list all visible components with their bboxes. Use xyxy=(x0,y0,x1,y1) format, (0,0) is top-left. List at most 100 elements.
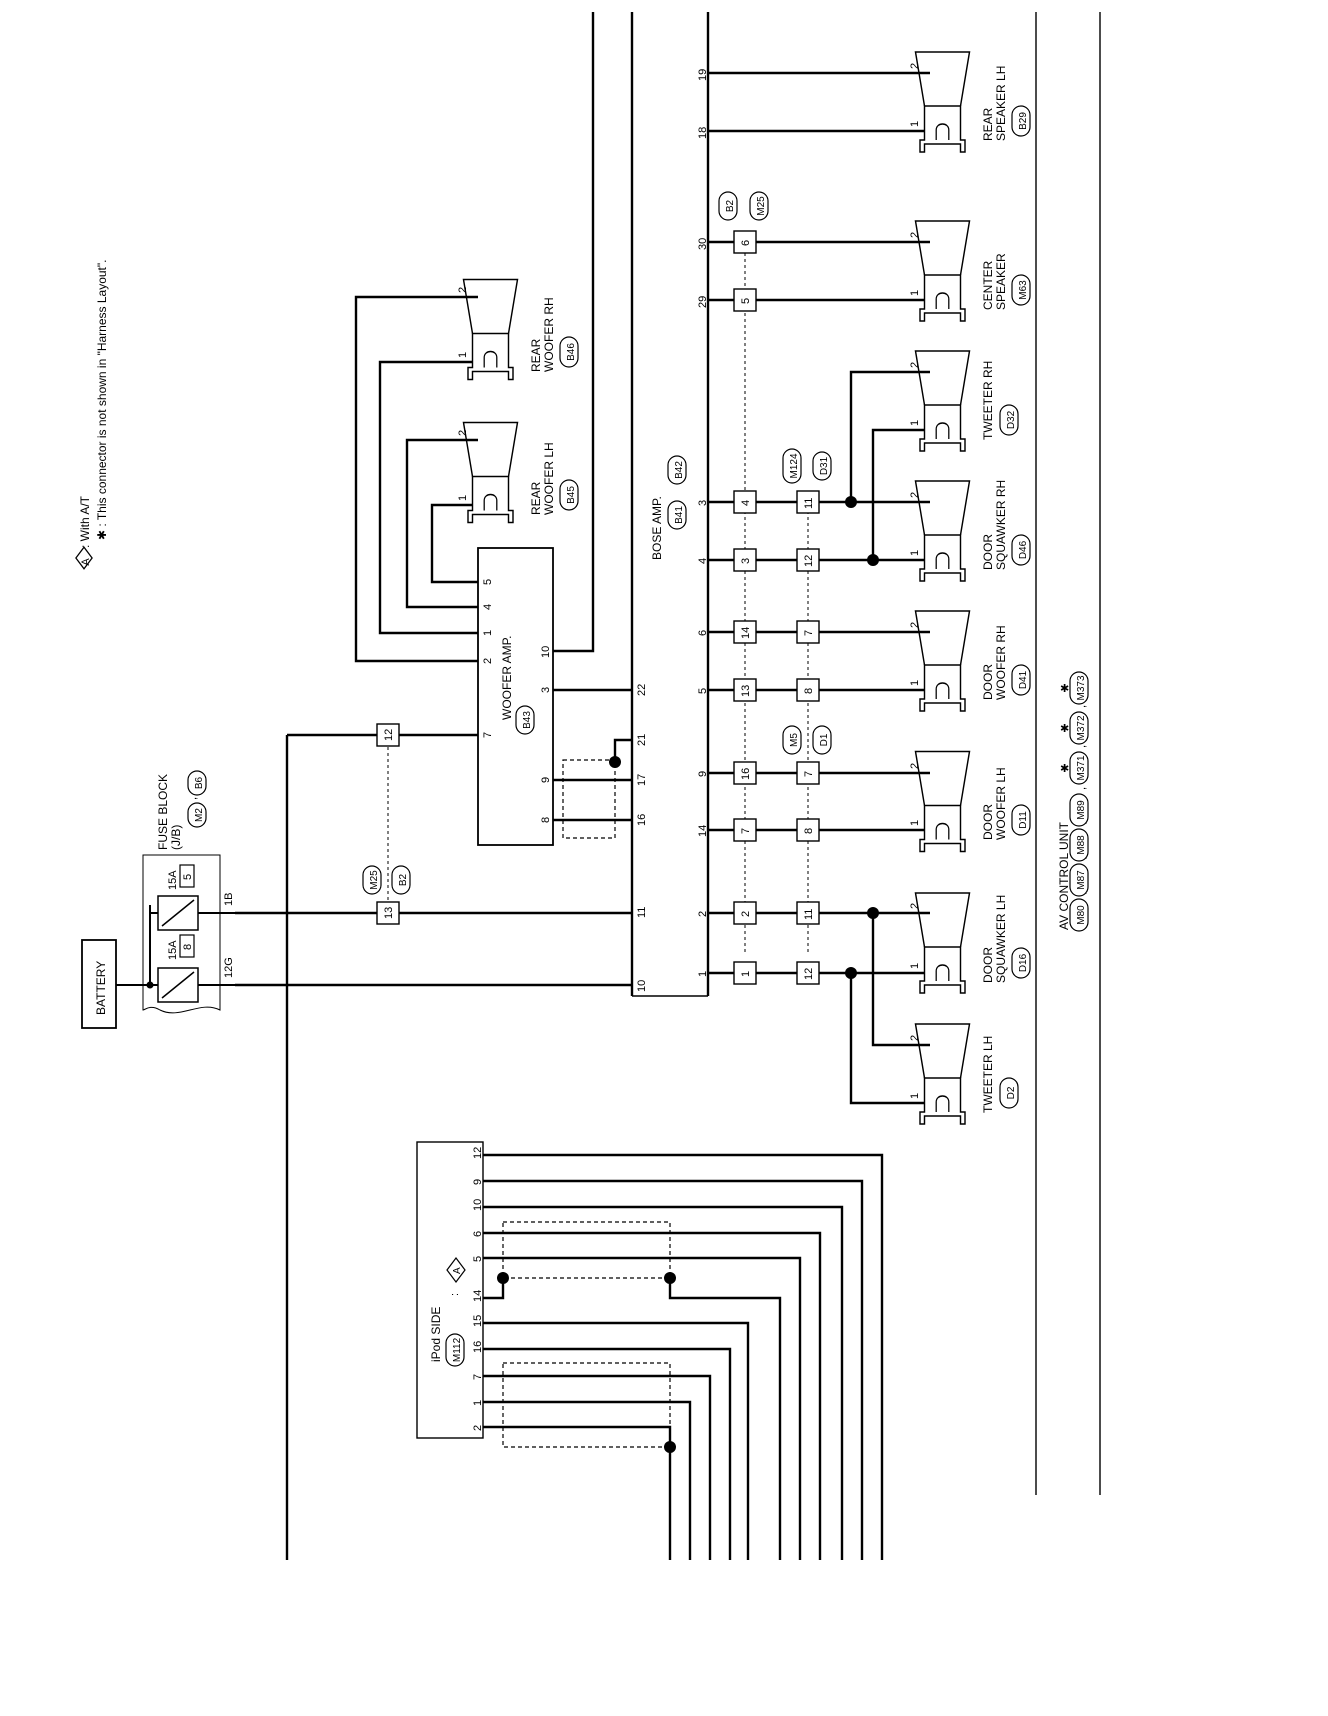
woofer-amp-pin-10: 10 xyxy=(540,646,552,658)
fuse-block: 15A 8 15A 5 12G 1B FUSE BLOCK (J/B) M2 ,… xyxy=(142,770,235,1014)
separator: , xyxy=(1076,745,1088,748)
speaker-icon xyxy=(914,1023,971,1125)
junction-pin: 12 xyxy=(383,729,395,741)
speaker-icon xyxy=(914,750,971,853)
woofer-amp-pin-1: 1 xyxy=(482,630,494,636)
bose-pin-6: 6 xyxy=(697,630,709,636)
separator: , xyxy=(1076,787,1088,790)
speaker-label: DOOR xyxy=(981,947,995,983)
svg-text::: : xyxy=(449,1293,461,1296)
ipod-wire xyxy=(483,1231,822,1560)
av-control-connector: M372 xyxy=(1076,715,1087,740)
bose-pin-3: 3 xyxy=(697,500,709,506)
junction-pin: 7 xyxy=(803,771,815,777)
bose-pin-1: 1 xyxy=(697,971,709,977)
ipod-wire xyxy=(483,1321,750,1560)
fuse-8-number: 8 xyxy=(182,944,194,950)
woofer-amp-title: WOOFER AMP. xyxy=(500,636,514,720)
speaker-label: SQUAWKER LH xyxy=(994,895,1008,983)
junction-pin: 12 xyxy=(803,555,815,567)
shield-dashed-box xyxy=(562,759,616,839)
separator: , xyxy=(1076,705,1088,708)
bose-pin-22: 22 xyxy=(636,684,648,696)
with-at-note: : With A/T xyxy=(78,495,92,548)
ipod-title: iPod SIDE xyxy=(429,1307,443,1362)
shield-dashed-box xyxy=(502,1221,671,1279)
speaker-connector: B46 xyxy=(566,343,577,361)
speaker-pin: 1 xyxy=(909,420,921,426)
speaker-pin: 2 xyxy=(457,287,469,293)
speaker-label: DOOR xyxy=(981,664,995,700)
av-control-connector: M87 xyxy=(1076,870,1087,890)
splice-dot-icon xyxy=(664,1272,676,1284)
speaker-label: REAR xyxy=(529,481,543,515)
speaker-label: SPEAKER xyxy=(994,253,1008,310)
bose-pin-5: 5 xyxy=(697,688,709,694)
speaker-icon xyxy=(914,51,971,153)
wires xyxy=(235,12,1101,1560)
splice-dot-icon xyxy=(867,554,879,566)
speaker-pin: 2 xyxy=(909,63,921,69)
speaker-pin: 1 xyxy=(909,290,921,296)
ipod-wire xyxy=(483,1400,692,1560)
junction-pin: 2 xyxy=(740,911,752,917)
bose-pin-19: 19 xyxy=(697,69,709,81)
speaker-icon xyxy=(462,421,519,524)
splice-dot-icon xyxy=(845,496,857,508)
speaker-pin: 2 xyxy=(909,1035,921,1041)
speaker-label: DOOR xyxy=(981,534,995,570)
speaker-pin: 1 xyxy=(909,1093,921,1099)
star-mark: ✱ xyxy=(1060,683,1069,695)
fuse-8-amp: 15A xyxy=(167,940,179,960)
bose-pin-30: 30 xyxy=(697,238,709,250)
av-control-connector: M88 xyxy=(1076,835,1087,855)
bose-pin-14: 14 xyxy=(697,825,709,837)
bose-pin-2: 2 xyxy=(697,911,709,917)
speaker-connector: D32 xyxy=(1006,410,1017,429)
bose-pin-16: 16 xyxy=(636,814,648,826)
bose-amp-conn-b42: B42 xyxy=(674,461,685,479)
ipod-pin: 16 xyxy=(472,1341,484,1353)
speaker-connector: D16 xyxy=(1018,953,1029,972)
speaker-pin: 2 xyxy=(909,763,921,769)
junction-pin: 6 xyxy=(740,240,752,246)
speaker-connector: D2 xyxy=(1006,1086,1017,1099)
legend-notes: A : With A/T ✱ : This connector is not s… xyxy=(75,260,109,570)
bose-pin-4: 4 xyxy=(697,558,709,564)
fuse-icon xyxy=(150,967,235,1003)
junction-pin: 3 xyxy=(740,558,752,564)
ipod-wire xyxy=(668,1278,782,1560)
ipod-wire xyxy=(483,1179,864,1560)
av-control-connector: M80 xyxy=(1076,905,1087,925)
junction-pin: 16 xyxy=(740,768,752,780)
speaker-connector: B45 xyxy=(566,486,577,504)
ipod-pin: 6 xyxy=(472,1231,484,1237)
bose-amp-conn-b41: B41 xyxy=(674,506,685,524)
fuse-block-title: FUSE BLOCK xyxy=(156,774,170,850)
ipod-wire xyxy=(483,1347,732,1560)
fuse-terminal-12g: 12G xyxy=(223,957,235,978)
woofer-amp-pin-8: 8 xyxy=(540,817,552,823)
junction-pin: 8 xyxy=(803,828,815,834)
harness-layout-note: ✱ : This connector is not shown in "Harn… xyxy=(95,260,109,541)
speaker-pin: 2 xyxy=(457,430,469,436)
bose-pin-17: 17 xyxy=(636,774,648,786)
ipod-pin: 7 xyxy=(472,1374,484,1380)
speaker-icon xyxy=(914,480,971,582)
bose-pin-11: 11 xyxy=(636,907,648,918)
speaker-icon xyxy=(914,350,971,452)
woofer-amp-pin-7: 7 xyxy=(482,732,494,738)
speaker-pin: 2 xyxy=(909,232,921,238)
woofer-amp-pin-9: 9 xyxy=(540,777,552,783)
junction-pin: 12 xyxy=(803,968,815,980)
woofer-amp-connector: B43 xyxy=(522,711,533,729)
speaker-connector: D41 xyxy=(1018,670,1029,689)
